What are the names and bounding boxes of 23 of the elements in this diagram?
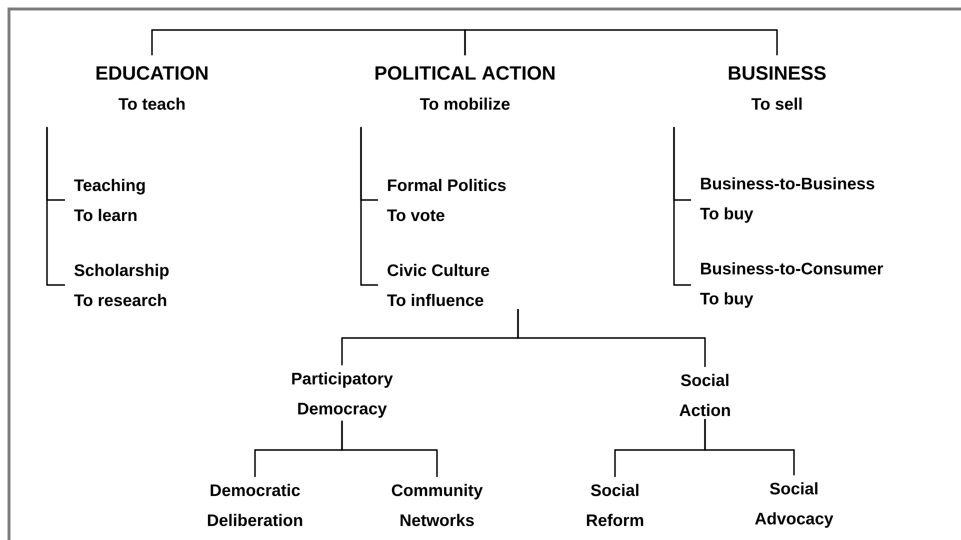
category-label: BUSINESS To sell [728,66,826,110]
branch-label: Participatory Democracy [292,372,393,418]
connector-line [360,127,378,286]
subcategory-label: Teaching To learn [74,178,145,222]
category-label: EDUCATION To teach [96,66,208,110]
connector-line [151,29,466,56]
branch-label: Social Reform [586,484,644,526]
branch-label: Social Advocacy [755,482,834,528]
connector-line [46,127,65,286]
connector-line [464,29,778,56]
subcategory-label: Civic Culture To influence [387,264,490,306]
category-label: POLITICAL ACTION To mobilize [376,66,554,110]
connector-line [704,419,795,476]
subcategory-label: Scholarship To research [74,264,169,306]
branch-label: Social Action [680,374,730,416]
subcategory-label: Formal Politics To vote [387,178,506,222]
connector-line [517,309,706,367]
connector-line [341,420,438,477]
branch-label: Community Networks [392,484,483,526]
branch-label: Democratic Deliberation [208,484,302,526]
subcategory-label: Business-to-Business To buy [700,177,874,223]
connector-line [673,127,691,286]
subcategory-label: Business-to-Consumer To buy [700,262,884,308]
